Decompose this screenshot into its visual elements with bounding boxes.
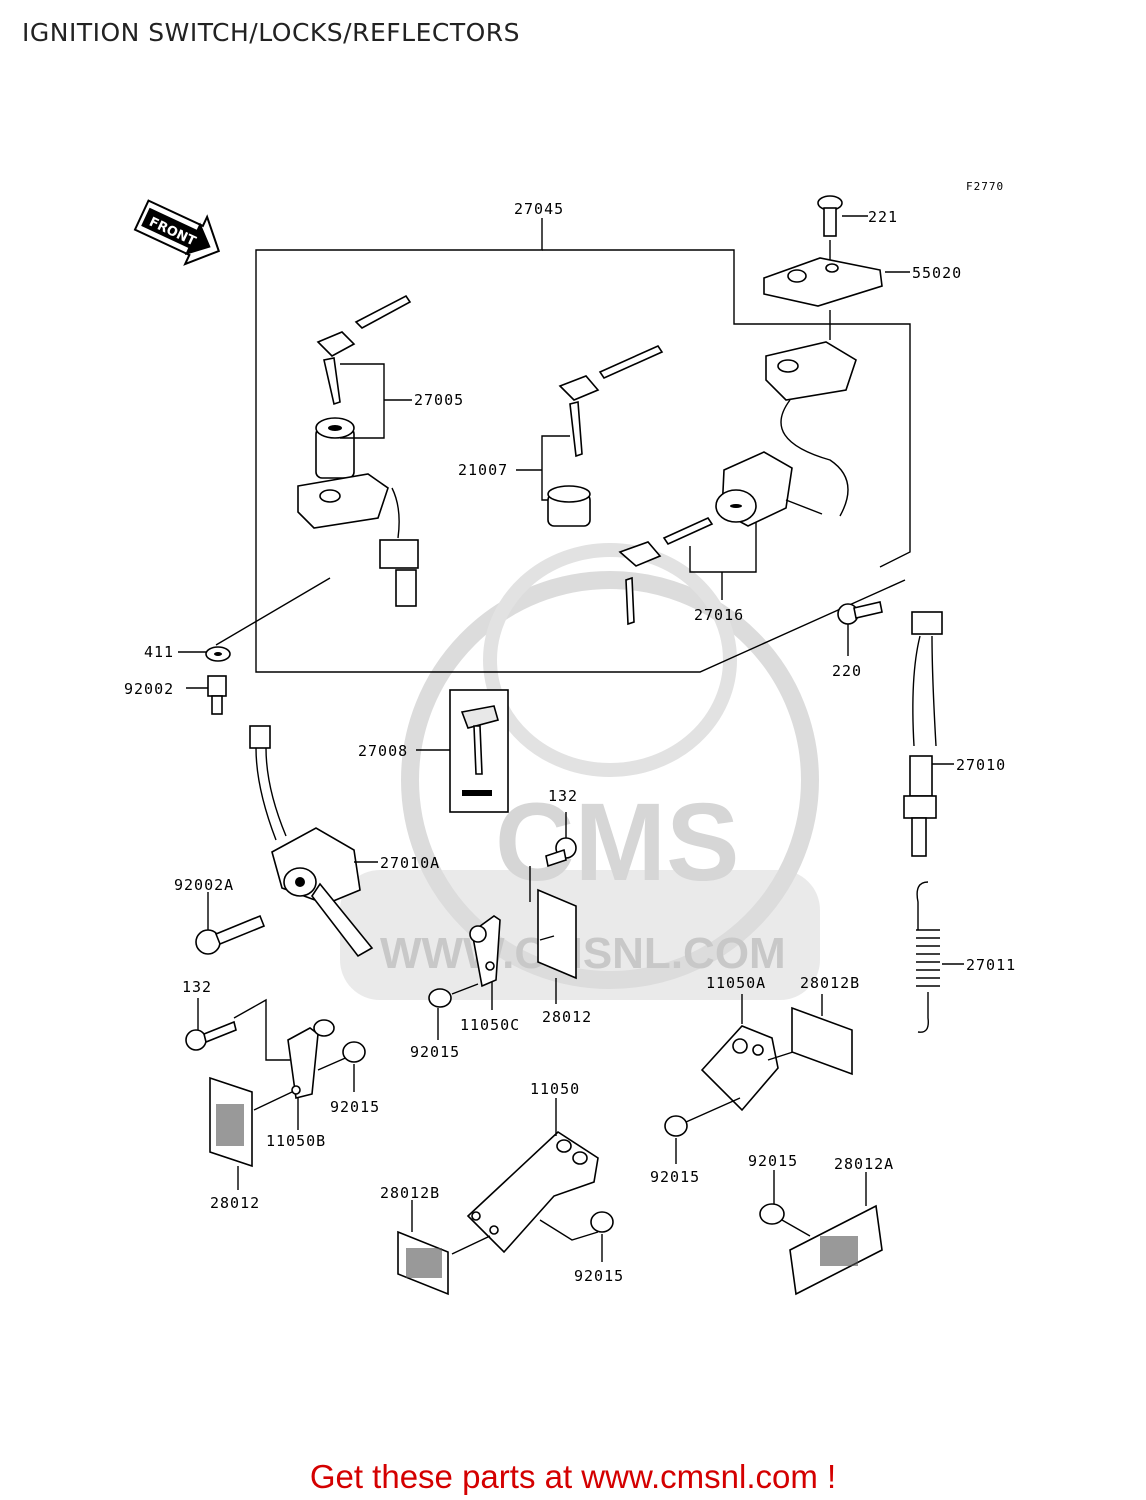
bracket-11050B-icon bbox=[287, 1019, 351, 1130]
reflector-28012-b-icon bbox=[209, 1076, 293, 1190]
label-27010A: 27010A bbox=[380, 854, 440, 872]
screw-221-icon bbox=[817, 195, 868, 262]
bracket-11050C-icon bbox=[469, 915, 501, 1010]
label-92015-a: 92015 bbox=[410, 1043, 460, 1061]
label-92015-e: 92015 bbox=[574, 1267, 624, 1285]
washer-411-icon bbox=[178, 577, 331, 662]
label-11050A: 11050A bbox=[706, 974, 766, 992]
label-92015-c: 92015 bbox=[650, 1168, 700, 1186]
nut-92015-c-icon bbox=[342, 1041, 366, 1092]
label-220: 220 bbox=[832, 662, 862, 680]
bolt-132-icon bbox=[529, 812, 577, 902]
switch-27010A-icon bbox=[249, 725, 378, 958]
label-28012B-a: 28012B bbox=[800, 974, 860, 992]
page-title: IGNITION SWITCH/LOCKS/REFLECTORS bbox=[22, 18, 521, 47]
key-card-27008-icon bbox=[416, 689, 509, 813]
bracket-11050A-icon bbox=[700, 994, 819, 1112]
label-92002: 92002 bbox=[124, 680, 174, 698]
part-labels: 27045 221 55020 27005 21007 27016 411 22… bbox=[124, 200, 1016, 1285]
bolt-92002A-icon bbox=[195, 892, 266, 955]
watermark-url-text: WWW.CMSNL.COM bbox=[380, 929, 786, 978]
label-21007: 21007 bbox=[458, 461, 508, 479]
label-28012-b: 28012 bbox=[210, 1194, 260, 1212]
reflector-28012-icon bbox=[537, 888, 577, 1004]
nut-92015-d-icon bbox=[590, 1211, 614, 1262]
parts-diagram: CMS WWW.CMSNL.COM FRONT F2770 bbox=[124, 180, 1016, 1296]
label-92015-d: 92015 bbox=[748, 1152, 798, 1170]
label-92002A: 92002A bbox=[174, 876, 234, 894]
screw-220-icon bbox=[837, 601, 883, 656]
label-28012-a: 28012 bbox=[542, 1008, 592, 1026]
watermark-logo: CMS WWW.CMSNL.COM bbox=[340, 543, 820, 1000]
watermark-logo-text: CMS bbox=[495, 781, 739, 904]
label-27045: 27045 bbox=[514, 200, 564, 218]
spring-27011-icon bbox=[916, 881, 964, 1033]
label-11050: 11050 bbox=[530, 1080, 580, 1098]
label-28012A: 28012A bbox=[834, 1155, 894, 1173]
label-411: 411 bbox=[144, 643, 174, 661]
label-11050C: 11050C bbox=[460, 1016, 520, 1034]
seat-lock-27016-icon bbox=[618, 451, 823, 626]
bolt-92002-icon bbox=[186, 675, 227, 715]
label-28012B-b: 28012B bbox=[380, 1184, 440, 1202]
key-set-21007-icon bbox=[516, 344, 664, 527]
label-221: 221 bbox=[868, 208, 898, 226]
reflector-28012A-icon bbox=[789, 1172, 883, 1296]
nut-92015-icon bbox=[428, 983, 479, 1040]
figure-code: F2770 bbox=[966, 180, 1004, 193]
label-132-a: 132 bbox=[548, 787, 578, 805]
reflector-28012B-icon bbox=[791, 994, 853, 1076]
front-arrow-icon: FRONT bbox=[133, 199, 221, 266]
label-27011: 27011 bbox=[966, 956, 1016, 974]
nut-92015-b-icon bbox=[664, 1097, 741, 1164]
label-27010: 27010 bbox=[956, 756, 1006, 774]
bolt-132-b-icon bbox=[185, 998, 290, 1061]
label-27008: 27008 bbox=[358, 742, 408, 760]
assembly-outline bbox=[255, 218, 911, 673]
promo-link[interactable]: Get these parts at www.cmsnl.com ! bbox=[309, 1458, 837, 1495]
reflector-28012B-b-icon bbox=[397, 1200, 491, 1296]
nut-92015-e-icon bbox=[759, 1170, 811, 1237]
label-27005: 27005 bbox=[414, 391, 464, 409]
ignition-lock-27005-icon bbox=[297, 294, 419, 607]
label-92015-b: 92015 bbox=[330, 1098, 380, 1116]
label-55020: 55020 bbox=[912, 264, 962, 282]
label-132-b: 132 bbox=[182, 978, 212, 996]
switch-27010-icon bbox=[903, 611, 954, 857]
label-11050B: 11050B bbox=[266, 1132, 326, 1150]
label-27016: 27016 bbox=[694, 606, 744, 624]
bracket-55020-icon bbox=[763, 257, 910, 340]
bracket-11050-icon bbox=[466, 1098, 599, 1254]
switch-bracket-icon bbox=[765, 341, 857, 517]
